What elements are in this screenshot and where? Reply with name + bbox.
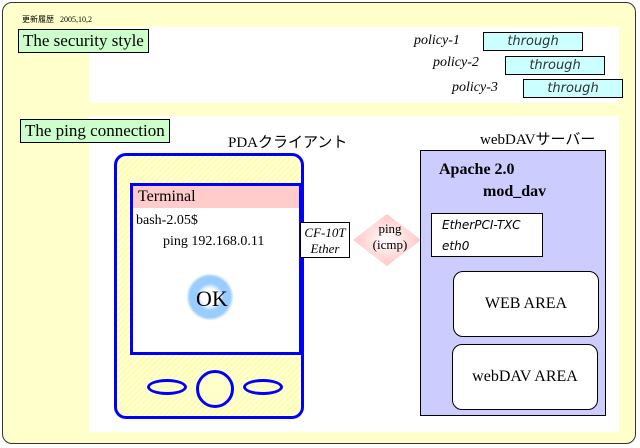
server-network-card: EtherPCI-TXC eth0 <box>431 213 543 257</box>
ping-result: OK <box>196 286 228 311</box>
revision-label: 更新履歴 <box>22 15 54 24</box>
policy-3-value: through <box>523 79 623 98</box>
terminal-command: ping 192.168.0.11 <box>163 234 265 249</box>
ping-protocol-type: (icmp) <box>372 237 408 252</box>
ok-splash-icon <box>185 274 235 320</box>
server-nic-name: EtherPCI-TXC <box>442 218 521 232</box>
pda-client-title: PDAクライアント <box>228 135 348 151</box>
security-style-title: The security style <box>18 29 149 53</box>
policy-2-label: policy-2 <box>433 55 479 70</box>
web-area-label: WEB AREA <box>484 295 568 312</box>
pda-network-card: CF-10T Ether <box>300 222 350 258</box>
policy-2-value: through <box>505 56 605 75</box>
policy-1-label: policy-1 <box>414 33 460 48</box>
webdav-server: Apache 2.0 mod_dav EtherPCI-TXC eth0 WEB… <box>420 150 606 416</box>
webdav-area-label: webDAV AREA <box>472 368 578 385</box>
terminal-title-bar: Terminal <box>133 186 299 208</box>
pda-center-button[interactable] <box>196 370 234 408</box>
revision-header: 更新履歴 2005,10,2 <box>18 5 92 25</box>
webdav-area: webDAV AREA <box>452 344 598 410</box>
policy-3-label: policy-3 <box>452 80 498 95</box>
policy-1-value: through <box>483 32 583 51</box>
pda-nic-model: CF-10T <box>304 225 346 240</box>
web-area: WEB AREA <box>453 271 599 337</box>
webdav-server-title: webDAVサーバー <box>480 132 596 148</box>
pda-left-button[interactable] <box>147 379 187 395</box>
ping-arrow-icon <box>353 214 421 266</box>
pda-screen: Terminal bash-2.05$ ping 192.168.0.11 OK <box>130 183 302 355</box>
ping-connection-title: The ping connection <box>20 119 170 143</box>
server-software-apache: Apache 2.0 <box>439 161 515 178</box>
ping-protocol-label: ping (icmp) <box>365 221 415 253</box>
terminal-prompt: bash-2.05$ <box>136 213 198 228</box>
pda-right-button[interactable] <box>243 379 283 395</box>
server-nic-interface: eth0 <box>442 239 470 253</box>
revision-date: 2005,10,2 <box>60 15 92 24</box>
pda-nic-type: Ether <box>310 241 340 256</box>
ping-protocol-name: ping <box>378 221 402 236</box>
server-software-module: mod_dav <box>483 183 547 200</box>
